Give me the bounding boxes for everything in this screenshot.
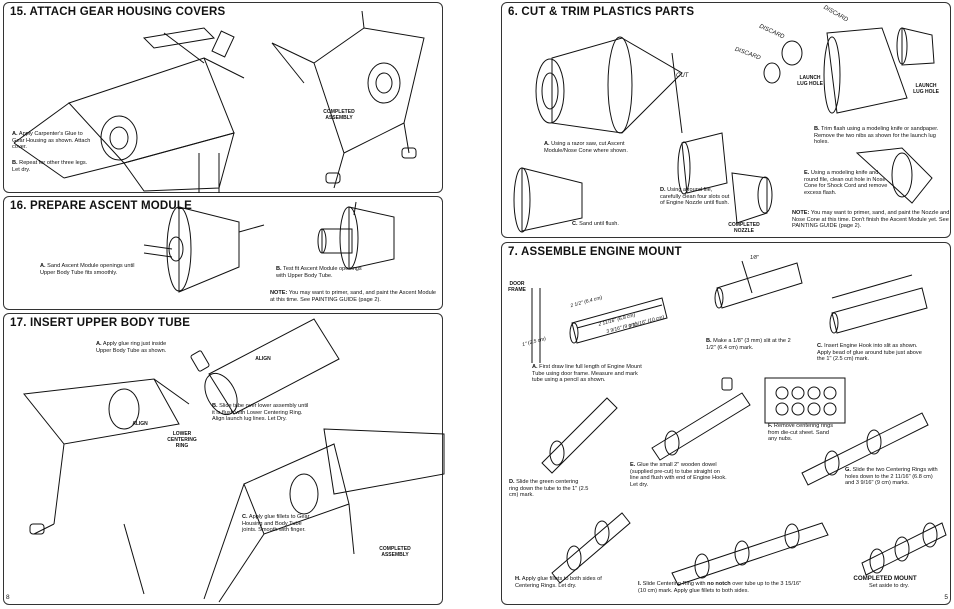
- section-16-title: 16. PREPARE ASCENT MODULE: [10, 200, 192, 212]
- gear-housing-illustration: [13, 10, 425, 193]
- page-number-left: 8: [6, 594, 10, 601]
- section-6-panel: 6. CUT & TRIM PLASTICS PARTS: [501, 2, 951, 238]
- upper-body-tube-illustration: [23, 318, 445, 603]
- section-7-step-d: D. Slide the green centering ring down t…: [509, 479, 589, 499]
- section-17-completed-label: COMPLETED ASSEMBLY: [379, 546, 411, 558]
- section-7-step-c: C. Insert Engine Hook into slit as shown…: [817, 343, 922, 363]
- section-16-panel: 16. PREPARE ASCENT MODULE A. Sand Ascent…: [3, 196, 443, 310]
- section-6-note: NOTE: You may want to primer, sand, and …: [792, 210, 950, 230]
- launch-lug-hole-label-1: LAUNCH LUG HOLE: [797, 75, 823, 87]
- section-7-panel: 7. ASSEMBLE ENGINE MOUNT: [501, 242, 951, 605]
- section-17-step-b: B. Slide tube over lower assembly until …: [212, 403, 309, 423]
- ascent-module-illustration: [143, 201, 395, 293]
- cut-label: CUT: [676, 73, 689, 79]
- section-6-step-d: D. Using a round file, carefully clean f…: [660, 187, 730, 207]
- align-label-top: ALIGN: [255, 356, 271, 362]
- section-6-step-b: B. Trim flash using a modeling knife or …: [814, 126, 939, 146]
- section-7-step-i: I. Slide Centering Ring with no notch ov…: [638, 581, 802, 594]
- set-aside-label: Set aside to dry.: [868, 583, 909, 589]
- section-16-step-b: B. Test fit Ascent Module openings with …: [276, 266, 362, 279]
- section-16-step-a: A. Sand Ascent Module openings until Upp…: [40, 263, 135, 276]
- section-7-title: 7. ASSEMBLE ENGINE MOUNT: [508, 246, 682, 258]
- section-15-title: 15. ATTACH GEAR HOUSING COVERS: [10, 6, 226, 18]
- section-6-title: 6. CUT & TRIM PLASTICS PARTS: [508, 6, 695, 18]
- section-17-title: 17. INSERT UPPER BODY TUBE: [10, 317, 191, 329]
- launch-lug-hole-label-2: LAUNCH LUG HOLE: [913, 83, 939, 95]
- section-17-panel: 17. INSERT UPPER BODY TUBE A. Apply glue…: [3, 313, 445, 605]
- align-label-left: ALIGN: [132, 421, 148, 427]
- lower-centering-ring-label: LOWER CENTERING RING: [167, 431, 197, 449]
- completed-mount-label: COMPLETED MOUNT: [853, 575, 917, 582]
- section-15-panel: 15. ATTACH GEAR HOUSING COVERS: [3, 2, 443, 193]
- section-17-step-a: A. Apply glue ring just inside Upper Bod…: [96, 341, 167, 354]
- section-6-step-e: E. Using a modeling knife and round file…: [804, 170, 888, 196]
- section-7-step-h: H. Apply glue fillets to both sides of C…: [515, 576, 602, 589]
- section-16-note: NOTE: You may want to primer, sand, and …: [270, 290, 437, 303]
- section-7-step-e: E. Glue the small 2" wooden dowel (suppl…: [630, 462, 727, 488]
- page-number-right: 5: [944, 594, 948, 601]
- completed-nozzle-label: COMPLETED NOZZLE: [728, 222, 760, 234]
- section-7-step-b: B. Make a 1/8" (3 mm) slit at the 2 1/2"…: [706, 338, 791, 351]
- section-15-step-b: B. Repeat for other three legs. Let dry.: [12, 160, 88, 173]
- door-frame-label: DOOR FRAME: [508, 281, 526, 293]
- section-15-completed-label: COMPLETED ASSEMBLY: [323, 109, 355, 121]
- section-17-step-c: C. Apply glue fillets to Gear Housing an…: [242, 514, 310, 534]
- section-7-step-f: F. Remove centering rings from die-cut s…: [768, 423, 833, 443]
- section-7-step-a: A. First draw line full length of Engine…: [532, 364, 642, 384]
- section-6-step-c: C. Sand until flush.: [572, 221, 619, 227]
- engine-mount-illustration: [531, 260, 947, 586]
- section-15-step-a: A. Apply Carpenter's Glue to Gear Housin…: [12, 131, 91, 151]
- section-6-step-a: A. Using a razor saw, cut Ascent Module/…: [544, 141, 628, 154]
- section-7-step-g: G. Slide the two Centering Rings with ho…: [845, 467, 938, 487]
- plastics-parts-illustration: [513, 27, 935, 233]
- slit-eighth-label: 1/8": [750, 255, 759, 261]
